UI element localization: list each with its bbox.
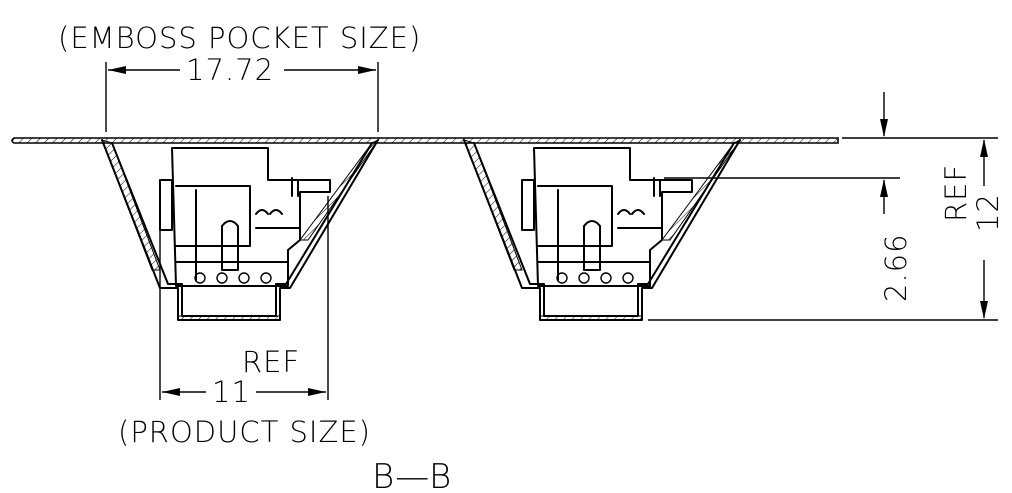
dimension-depth: 2.66 bbox=[664, 92, 913, 302]
product-caption: (PRODUCT SIZE) bbox=[118, 415, 371, 449]
product-ref-label: REF bbox=[242, 345, 300, 379]
section-label: B—B bbox=[372, 457, 452, 493]
product-left bbox=[159, 147, 331, 287]
product-value: 11 bbox=[212, 375, 251, 409]
pocket-right bbox=[463, 139, 741, 321]
depth-value: 2.66 bbox=[879, 233, 913, 302]
tape-flange bbox=[11, 137, 839, 144]
pocket-left bbox=[101, 139, 379, 321]
emboss-value: 17.72 bbox=[186, 53, 274, 87]
total-value: 12 bbox=[971, 193, 1005, 232]
emboss-caption: (EMBOSS POCKET SIZE) bbox=[58, 21, 421, 55]
product-right bbox=[521, 147, 693, 287]
total-ref-label: REF bbox=[939, 164, 973, 222]
dimension-total: REF 12 bbox=[648, 137, 1005, 321]
dimension-emboss-pocket: (EMBOSS POCKET SIZE) 17.72 bbox=[58, 21, 421, 132]
dimension-product: REF 11 (PRODUCT SIZE) bbox=[118, 186, 371, 449]
